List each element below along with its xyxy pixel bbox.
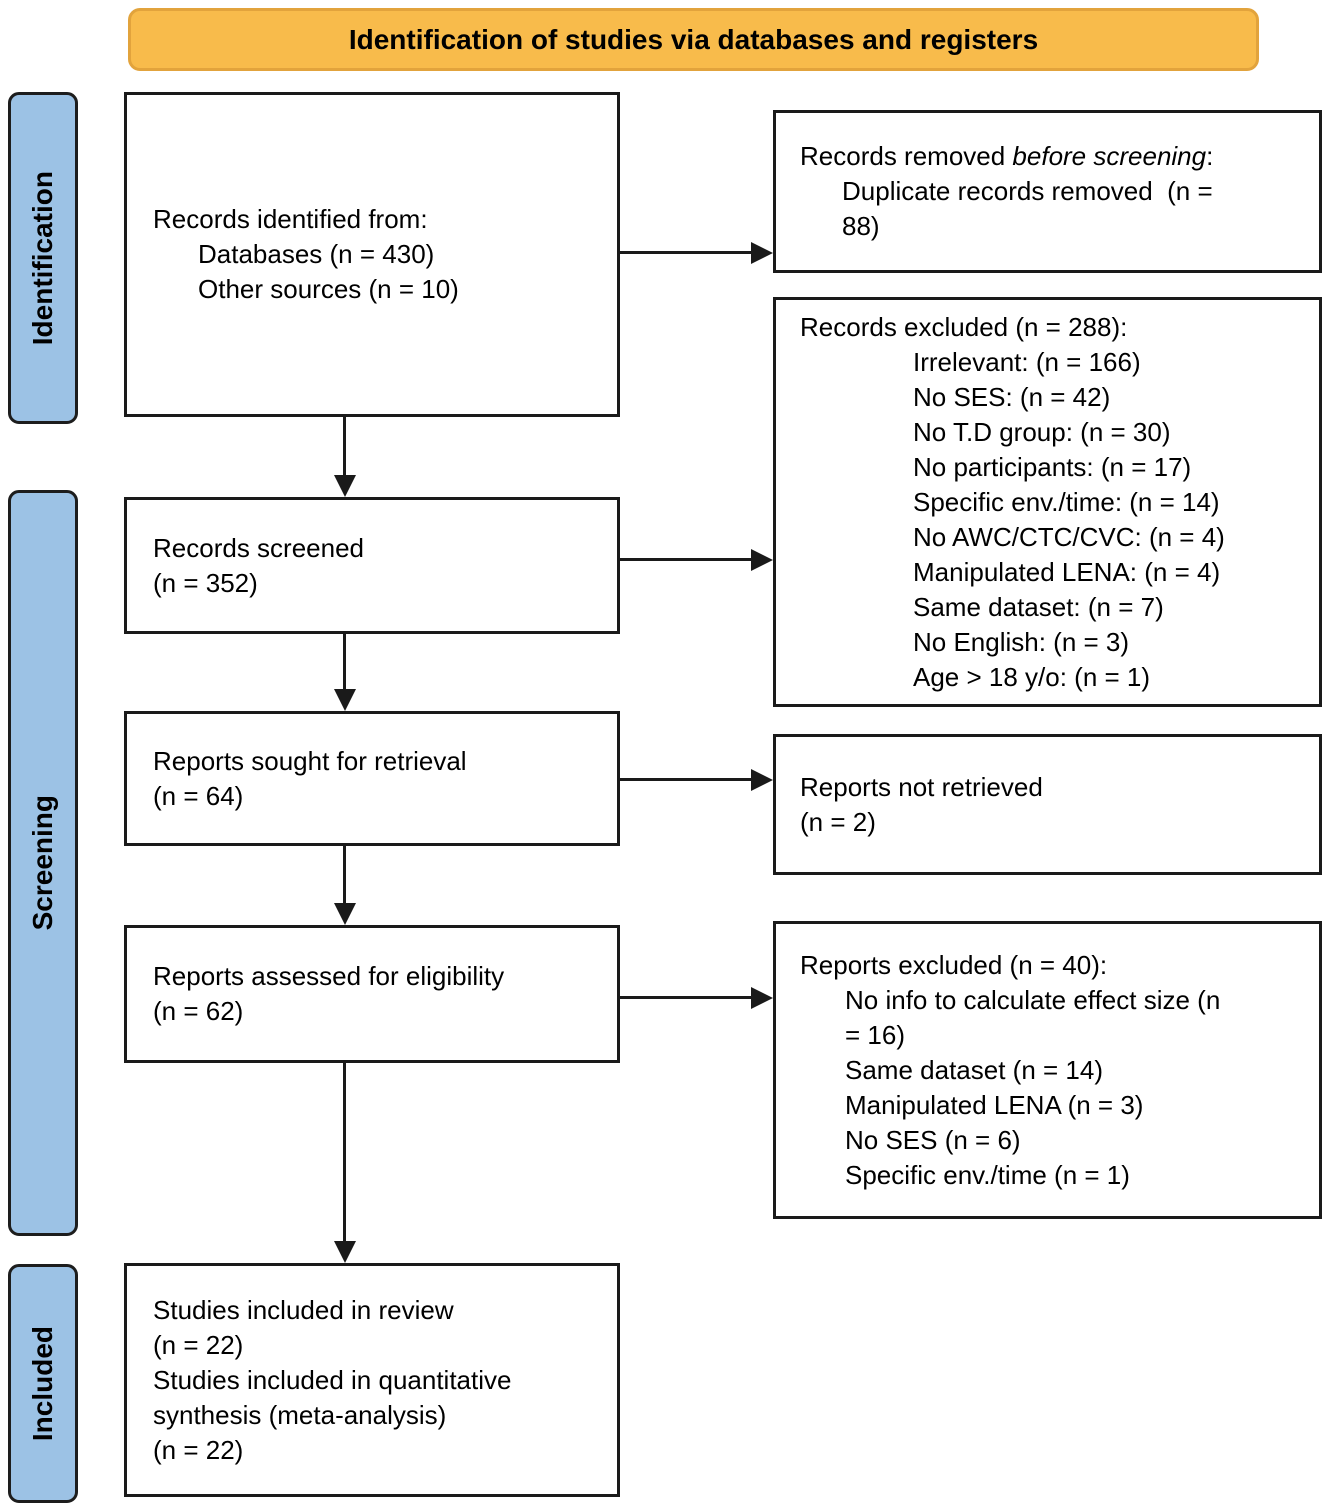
- arrowhead-down-icon: [334, 903, 356, 925]
- arrowhead-right-icon: [751, 769, 773, 791]
- arrow-screened-to-sought: [343, 634, 346, 690]
- records-removed-title-italic: before screening: [1012, 141, 1207, 171]
- arrow-identified-to-screened: [343, 417, 346, 476]
- reports-not-retrieved-line: Reports not retrieved: [800, 771, 1043, 802]
- box-reports-sought: Reports sought for retrieval (n = 64): [124, 711, 620, 846]
- records-removed-title: Records removed before screening:: [800, 139, 1305, 174]
- records-screened-count: (n = 352): [153, 567, 258, 598]
- arrowhead-down-icon: [334, 1241, 356, 1263]
- arrow-sought-to-not-retrieved: [620, 778, 752, 781]
- reports-excluded-item: = 16): [845, 1019, 905, 1050]
- box-reports-not-retrieved: Reports not retrieved (n = 2): [773, 734, 1322, 875]
- records-removed-item: Duplicate records removed (n =: [842, 176, 1213, 206]
- arrow-assessed-to-excluded: [620, 996, 752, 999]
- records-excluded-item: No SES: (n = 42): [913, 381, 1111, 412]
- reports-excluded-item: No SES (n = 6): [845, 1124, 1021, 1155]
- arrowhead-right-icon: [751, 242, 773, 264]
- stage-identification-label: Identification: [27, 170, 58, 346]
- records-identified-item: Other sources (n = 10): [198, 274, 459, 304]
- records-excluded-item: No T.D group: (n = 30): [913, 416, 1171, 447]
- records-excluded-item: Specific env./time: (n = 14): [913, 486, 1220, 517]
- records-removed-title-prefix: Records removed: [800, 141, 1013, 171]
- box-studies-included: Studies included in review (n = 22) Stud…: [124, 1263, 620, 1497]
- arrow-assessed-to-included: [343, 1063, 346, 1242]
- records-removed-title-suffix: :: [1206, 141, 1214, 171]
- box-records-excluded: Records excluded (n = 288): Irrelevant: …: [773, 297, 1322, 707]
- records-excluded-item: No AWC/CTC/CVC: (n = 4): [913, 521, 1225, 552]
- reports-excluded-item: Manipulated LENA (n = 3): [845, 1089, 1144, 1120]
- records-excluded-item: Manipulated LENA: (n = 4): [913, 556, 1221, 587]
- records-excluded-item: Age > 18 y/o: (n = 1): [913, 661, 1151, 692]
- stage-included: Included: [8, 1264, 78, 1503]
- arrowhead-down-icon: [334, 475, 356, 497]
- studies-included-line: Studies included in review: [153, 1294, 454, 1325]
- box-records-removed: Records removed before screening: Duplic…: [773, 110, 1322, 273]
- stage-included-label: Included: [27, 1325, 58, 1442]
- arrowhead-right-icon: [751, 549, 773, 571]
- reports-assessed-count: (n = 62): [153, 996, 244, 1026]
- reports-sought-count: (n = 64): [153, 780, 244, 811]
- arrow-identified-to-removed: [620, 251, 752, 254]
- records-excluded-item: No English: (n = 3): [913, 626, 1130, 657]
- records-removed-item: 88): [842, 211, 880, 241]
- arrow-screened-to-excluded: [620, 558, 752, 561]
- studies-included-count: (n = 22): [153, 1434, 244, 1465]
- arrowhead-right-icon: [751, 987, 773, 1009]
- arrow-sought-to-assessed: [343, 846, 346, 904]
- stage-screening: Screening: [8, 490, 78, 1236]
- records-excluded-title: Records excluded (n = 288):: [800, 311, 1128, 342]
- box-records-identified: Records identified from: Databases (n = …: [124, 92, 620, 417]
- records-identified-item: Databases (n = 430): [198, 239, 435, 269]
- studies-included-line: synthesis (meta-analysis): [153, 1399, 447, 1430]
- arrowhead-down-icon: [334, 689, 356, 711]
- records-excluded-item: Irrelevant: (n = 166): [913, 346, 1141, 377]
- banner: Identification of studies via databases …: [128, 8, 1259, 71]
- reports-assessed-line: Reports assessed for eligibility: [153, 961, 505, 991]
- box-records-screened: Records screened (n = 352): [124, 497, 620, 634]
- banner-title: Identification of studies via databases …: [348, 23, 1039, 55]
- reports-not-retrieved-count: (n = 2): [800, 806, 876, 837]
- records-screened-line: Records screened: [153, 532, 364, 563]
- reports-sought-line: Reports sought for retrieval: [153, 745, 467, 776]
- studies-included-count: (n = 22): [153, 1329, 244, 1360]
- box-reports-assessed: Reports assessed for eligibility (n = 62…: [124, 925, 620, 1063]
- studies-included-line: Studies included in quantitative: [153, 1364, 512, 1395]
- records-excluded-item: No participants: (n = 17): [913, 451, 1192, 482]
- stage-screening-label: Screening: [27, 795, 58, 931]
- reports-excluded-title: Reports excluded (n = 40):: [800, 949, 1108, 980]
- stage-identification: Identification: [8, 92, 78, 424]
- reports-excluded-item: Same dataset (n = 14): [845, 1054, 1103, 1085]
- reports-excluded-item: No info to calculate effect size (n: [845, 984, 1221, 1015]
- reports-excluded-item: Specific env./time (n = 1): [845, 1159, 1130, 1190]
- box-reports-excluded: Reports excluded (n = 40): No info to ca…: [773, 921, 1322, 1219]
- records-excluded-item: Same dataset: (n = 7): [913, 591, 1164, 622]
- records-identified-title: Records identified from:: [153, 204, 428, 234]
